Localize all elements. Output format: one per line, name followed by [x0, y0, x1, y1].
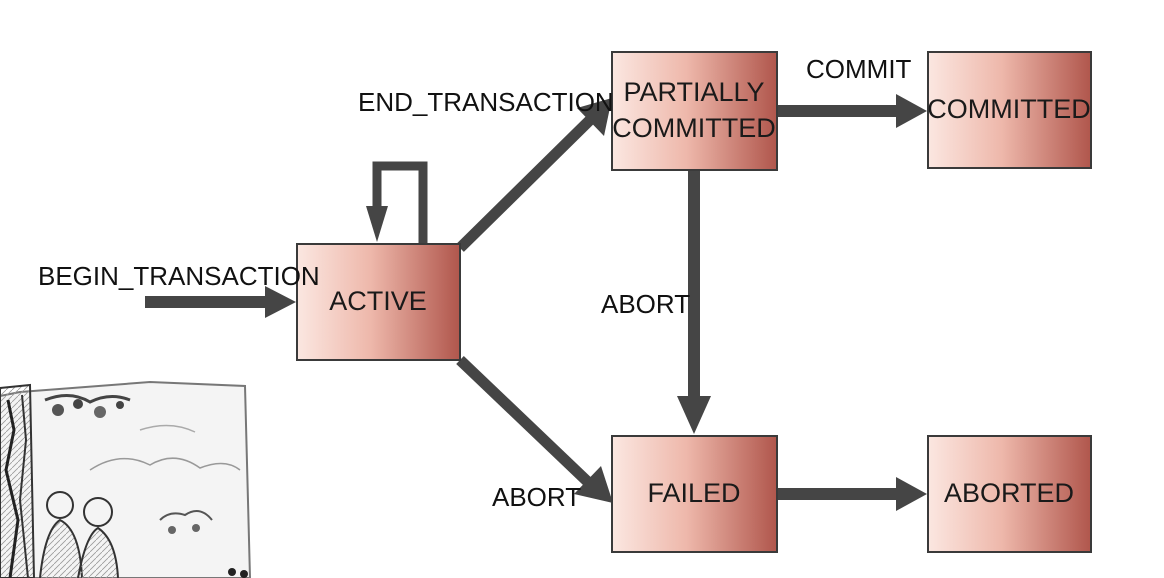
state-partially-committed-label-line1: PARTIALLY — [623, 77, 764, 107]
arrow-active-to-partially-committed — [456, 98, 612, 252]
transition-arrows — [145, 94, 927, 511]
label-end-transaction: END_TRANSACTION — [358, 87, 614, 117]
label-abort-from-active: ABORT — [492, 482, 581, 512]
sketch-illustration — [0, 380, 252, 578]
arrow-begin-to-active — [145, 286, 296, 318]
arrow-active-to-failed — [456, 356, 613, 503]
label-commit: COMMIT — [806, 54, 912, 84]
label-abort-from-partially: ABORT — [601, 289, 690, 319]
state-aborted: ABORTED — [927, 435, 1092, 553]
arrow-failed-to-aborted — [777, 477, 927, 511]
arrow-active-self-loop — [366, 161, 428, 244]
state-committed-label: COMMITTED — [927, 94, 1090, 124]
state-failed: FAILED — [611, 435, 778, 553]
state-partially-committed: PARTIALLY COMMITTED — [611, 51, 778, 171]
state-committed: COMMITTED — [927, 51, 1092, 169]
state-aborted-label: ABORTED — [944, 478, 1074, 508]
state-failed-label: FAILED — [647, 478, 740, 508]
state-partially-committed-label-line2: COMMITTED — [612, 113, 775, 143]
arrow-partially-to-failed — [677, 170, 711, 434]
label-begin-transaction: BEGIN_TRANSACTION — [38, 261, 320, 291]
state-active: ACTIVE — [296, 243, 461, 361]
state-active-label: ACTIVE — [329, 286, 427, 316]
arrow-partially-to-committed — [777, 94, 927, 128]
